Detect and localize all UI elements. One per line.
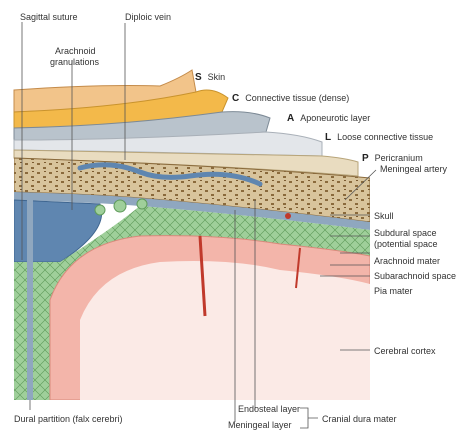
letter-a: A xyxy=(287,113,294,124)
label-endosteal-layer: Endosteal layer xyxy=(238,404,300,414)
label-loose: L Loose connective tissue xyxy=(325,132,433,143)
label-subdural-2: (potential space xyxy=(374,239,438,249)
letter-c: C xyxy=(232,93,239,104)
label-arachnoid-mater: Arachnoid mater xyxy=(374,256,440,266)
label-skin: S Skin xyxy=(195,72,225,83)
label-dural-partition: Dural partition (falx cerebri) xyxy=(14,414,123,424)
arachnoid-granulation-3 xyxy=(95,205,105,215)
white-matter xyxy=(80,261,370,400)
label-skull: Skull xyxy=(374,211,394,221)
label-cranial-dura: Cranial dura mater xyxy=(322,414,397,424)
label-pericranium-text: Pericranium xyxy=(375,153,423,163)
label-subarachnoid-space: Subarachnoid space xyxy=(374,271,456,281)
label-meningeal-layer: Meningeal layer xyxy=(228,420,292,430)
label-subdural-1: Subdural space xyxy=(374,228,437,238)
label-diploic-vein: Diploic vein xyxy=(125,12,171,22)
label-connective-text: Connective tissue (dense) xyxy=(245,93,349,103)
label-meningeal-artery: Meningeal artery xyxy=(380,164,447,174)
letter-s: S xyxy=(195,72,202,83)
label-aponeurotic-text: Aponeurotic layer xyxy=(300,113,370,123)
letter-p: P xyxy=(362,153,369,164)
label-pericranium: P Pericranium xyxy=(362,153,423,164)
label-skin-text: Skin xyxy=(208,72,226,82)
label-loose-text: Loose connective tissue xyxy=(337,132,433,142)
label-arachnoid-granulations-2: granulations xyxy=(50,57,99,67)
letter-l: L xyxy=(325,132,331,143)
arachnoid-granulation-2 xyxy=(137,199,147,209)
meningeal-artery xyxy=(285,213,291,219)
label-connective: C Connective tissue (dense) xyxy=(232,93,349,104)
arachnoid-granulation-1 xyxy=(114,200,126,212)
label-arachnoid-granulations-1: Arachnoid xyxy=(55,46,96,56)
label-aponeurotic: A Aponeurotic layer xyxy=(287,113,370,124)
label-pia-mater: Pia mater xyxy=(374,286,413,296)
label-cerebral-cortex: Cerebral cortex xyxy=(374,346,436,356)
label-sagittal-suture: Sagittal suture xyxy=(20,12,78,22)
